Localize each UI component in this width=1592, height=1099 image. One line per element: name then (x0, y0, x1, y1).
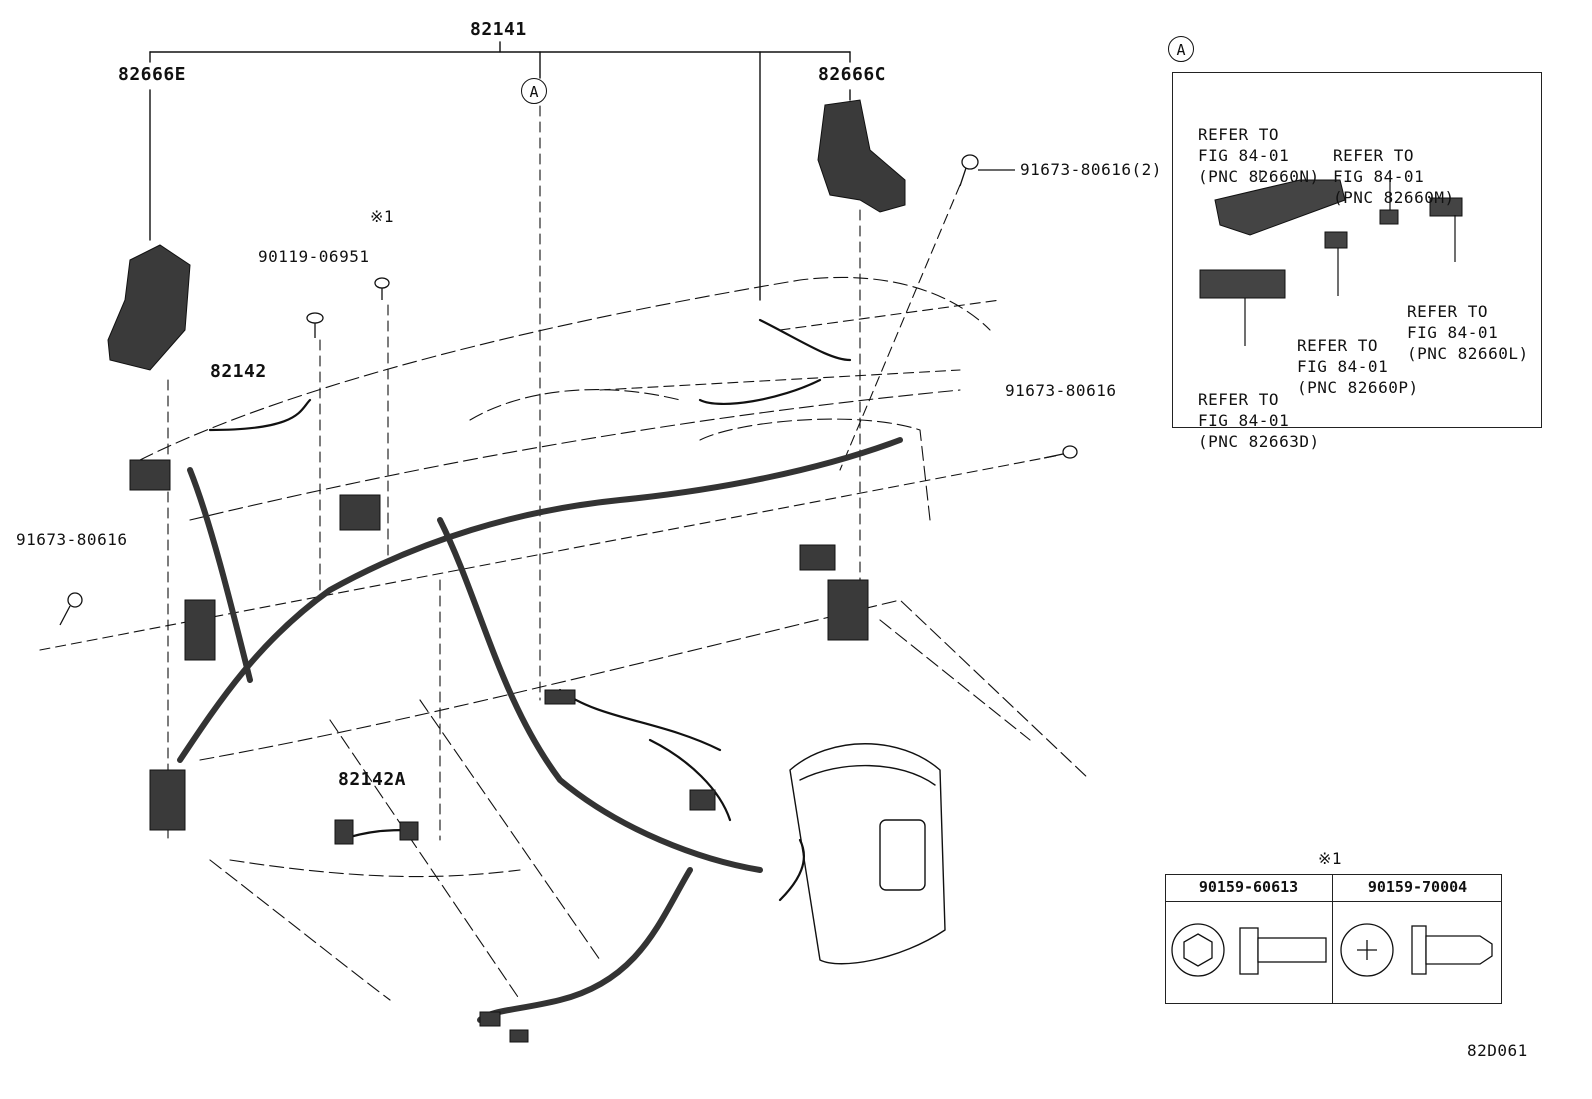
connector-block (399, 821, 419, 841)
main-harness (177, 437, 903, 1023)
bracket-82666e-part (107, 244, 191, 371)
connector-block (334, 819, 354, 845)
connector-block (544, 689, 576, 705)
center-console (789, 743, 946, 965)
bolt-right-icon (1043, 445, 1078, 459)
fastener-60613-icon (1171, 923, 1327, 977)
connector-block (184, 599, 216, 661)
label-bolt-top: 91673-80616(2) (1020, 160, 1162, 179)
inset-a-box (1172, 72, 1542, 428)
fastener-table-header (1165, 874, 1502, 902)
inset-part-82660n (1214, 179, 1346, 236)
connector-block (339, 494, 381, 531)
guide-lines (39, 105, 1061, 841)
connector-block (509, 1029, 529, 1043)
bracket-82666c-part (817, 99, 906, 213)
fastener-col-60613: 90159-60613 (1198, 878, 1299, 896)
label-82142a: 82142A (338, 769, 407, 790)
diagram-code: 82D061 (1467, 1041, 1528, 1060)
bolt-top-icon (959, 154, 1015, 187)
inset-part-82663d (1199, 269, 1286, 299)
view-a-marker: A (521, 78, 547, 104)
label-bolt-right: 91673-80616 (1005, 381, 1117, 400)
bolt-left-icon (59, 592, 83, 626)
connector-block (827, 579, 869, 641)
instrument-panel-outline (139, 276, 1091, 1001)
inset-part-82660l (1429, 197, 1463, 217)
label-bolt-left: 91673-80616 (16, 530, 128, 549)
fastener-70004-icon (1340, 923, 1493, 977)
inset-a-marker: A (1168, 36, 1194, 62)
inset-part-82660p (1324, 231, 1348, 249)
fastener-col-70004: 90159-70004 (1367, 878, 1468, 896)
label-82666e: 82666E (118, 64, 187, 85)
connector-block (689, 789, 716, 811)
fastener-note-mark: ※1 (1318, 849, 1343, 868)
connector-block (799, 544, 836, 571)
label-90119-06951: 90119-06951 (258, 247, 370, 266)
connector-block (129, 459, 171, 491)
label-82141: 82141 (470, 19, 527, 40)
fastener-table-divider (1332, 874, 1333, 1004)
label-82142: 82142 (210, 361, 267, 382)
connector-block (149, 769, 186, 831)
bolt-note1-icon (374, 277, 390, 300)
assembly-leader (149, 41, 851, 301)
connector-block (479, 1011, 501, 1027)
note-mark: ※1 (370, 207, 395, 226)
label-82666c: 82666C (818, 64, 887, 85)
bolt-90119-icon (306, 312, 324, 338)
inset-part-82660m (1379, 209, 1399, 225)
